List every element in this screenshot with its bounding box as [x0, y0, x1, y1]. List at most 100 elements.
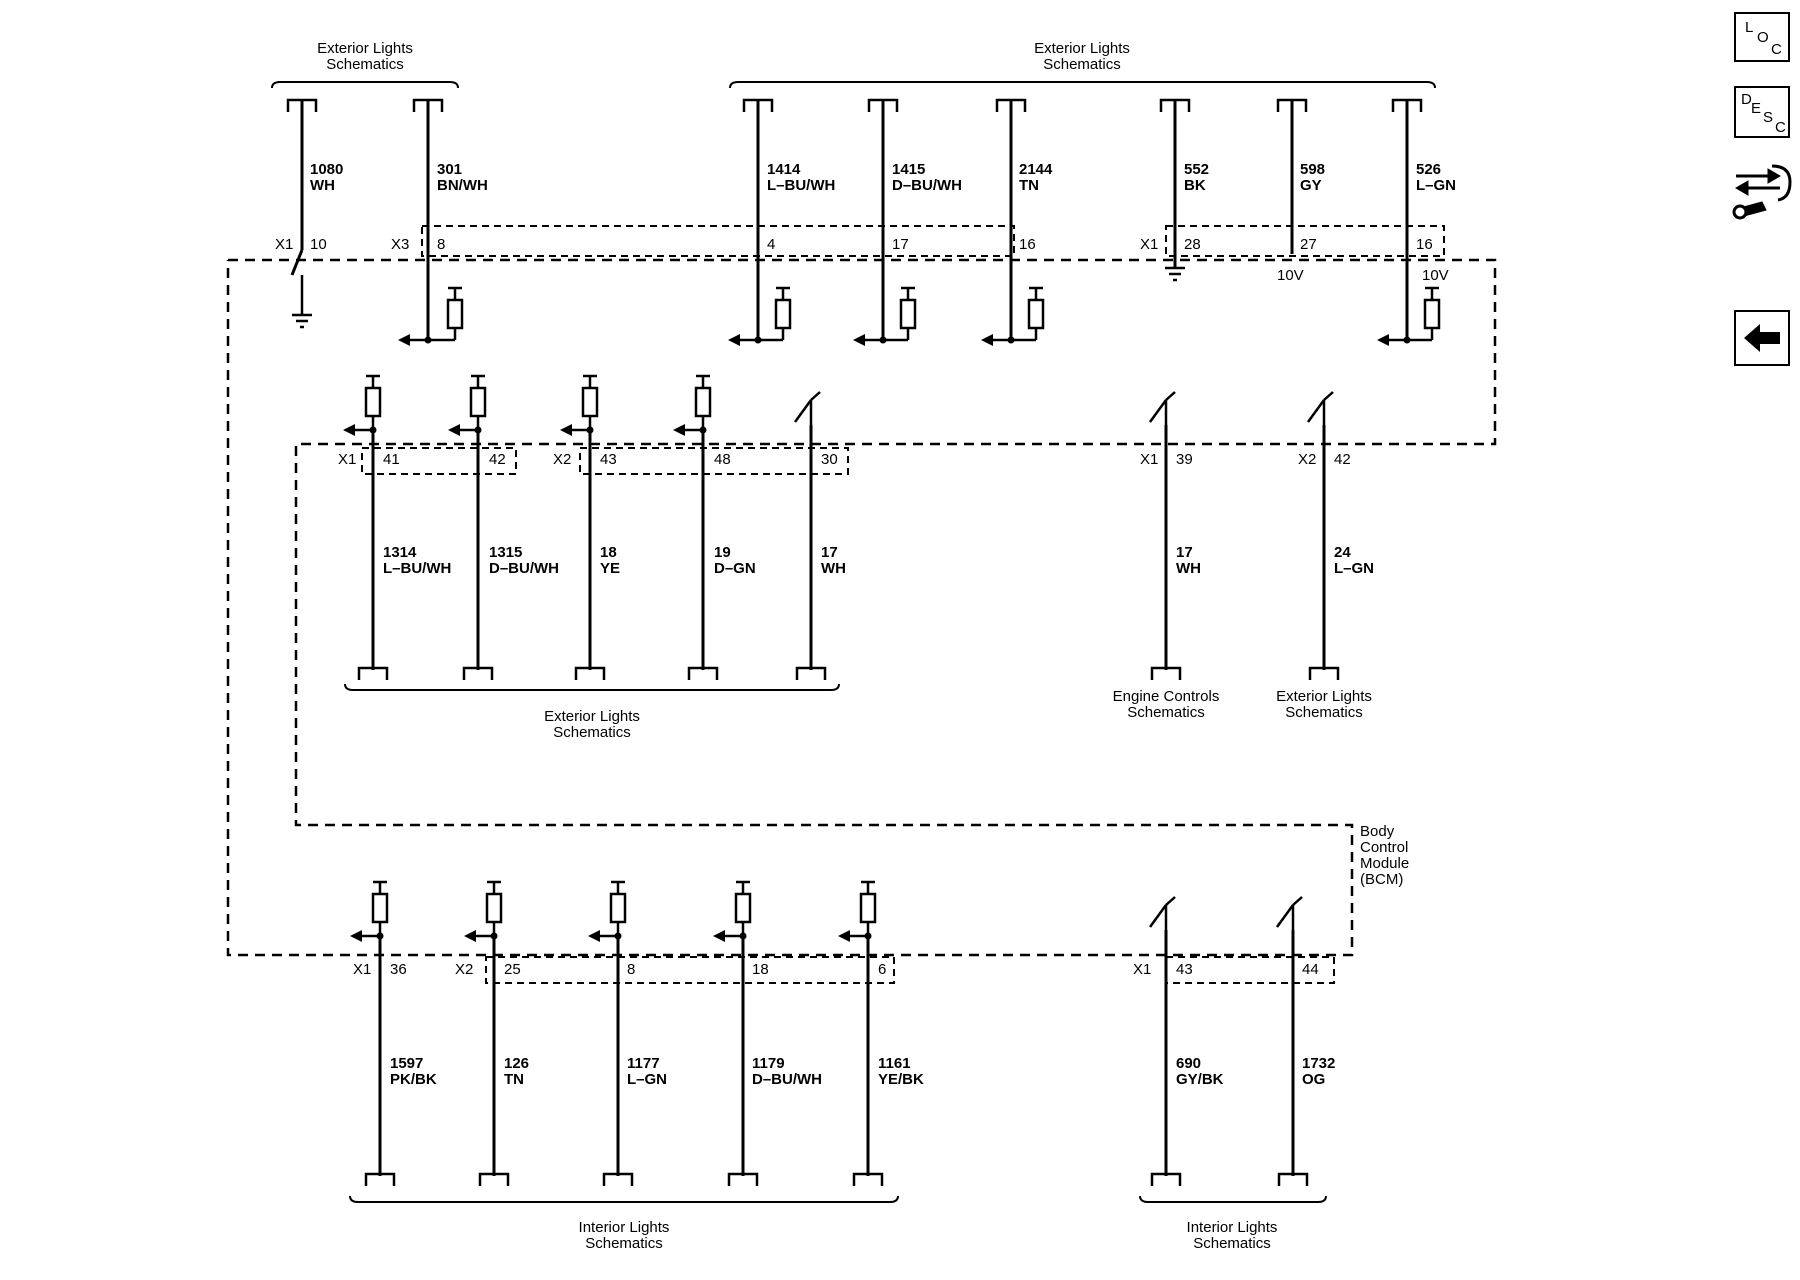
bcm-label-1: Body	[1360, 823, 1395, 840]
dest-engine-1: Engine Controls	[1113, 688, 1220, 705]
circuit-number: 17	[1176, 544, 1193, 561]
loc-button[interactable]: L O C	[1734, 12, 1790, 62]
bracket-ext-mid	[344, 683, 840, 691]
circuit-number: 690	[1176, 1055, 1201, 1072]
conn-mid-x2: X2	[553, 451, 571, 468]
circuit-number: 301	[437, 161, 462, 178]
bcm-label-3: Module	[1360, 855, 1409, 872]
bracket-int-right	[1139, 1195, 1327, 1203]
pin-label: 30	[821, 451, 838, 468]
bracket-ext-top-left	[271, 81, 459, 89]
circuit-color: D–BU/WH	[489, 560, 559, 577]
back-arrow-icon	[1744, 324, 1780, 352]
pin-label: 8	[627, 961, 635, 978]
conn-mid-x1: X1	[338, 451, 356, 468]
circuit-number: 598	[1300, 161, 1325, 178]
circuit-color: L–BU/WH	[383, 560, 451, 577]
back-button[interactable]	[1734, 310, 1790, 366]
pin-label: 42	[489, 451, 506, 468]
conn-top-x3: X3	[391, 236, 409, 253]
pin-label: 8	[437, 236, 445, 253]
pin-label: 6	[878, 961, 886, 978]
pin-label: 39	[1176, 451, 1193, 468]
desc-letter-s: S	[1763, 109, 1774, 126]
connector-repair-button[interactable]	[1732, 158, 1794, 222]
conn-bot-x1b: X1	[1133, 961, 1151, 978]
circuit-number: 1415	[892, 161, 925, 178]
circuit-number: 24	[1334, 544, 1351, 561]
conn-top-x1b: X1	[1140, 236, 1158, 253]
bcm-label-2: Control	[1360, 839, 1408, 856]
circuit-number: 1732	[1302, 1055, 1335, 1072]
pin-label: 43	[1176, 961, 1193, 978]
pin-label: 25	[504, 961, 521, 978]
desc-letter-c: C	[1775, 119, 1786, 136]
dest-int-right-2: Schematics	[1193, 1235, 1271, 1252]
loc-letter-c: C	[1771, 41, 1782, 58]
pin-label: 48	[714, 451, 731, 468]
connector-box-x1-mid	[361, 447, 517, 475]
bracket-ext-top-right	[729, 81, 1436, 89]
desc-letter-e: E	[1751, 100, 1762, 117]
circuit-number: 1414	[767, 161, 801, 178]
circuit-number: 1080	[310, 161, 343, 178]
circuit-color: YE	[600, 560, 620, 577]
circuit-number: 17	[821, 544, 838, 561]
circuit-color: WH	[1176, 560, 1201, 577]
pin-label: 42	[1334, 451, 1351, 468]
circuit-color: BN/WH	[437, 177, 488, 194]
dest-int-right-1: Interior Lights	[1187, 1219, 1278, 1236]
voltage-label: 10V	[1277, 267, 1304, 284]
circuit-number: 552	[1184, 161, 1209, 178]
conn-mid-x1b: X1	[1140, 451, 1158, 468]
conn-bot-x2: X2	[455, 961, 473, 978]
loc-letter-l: L	[1745, 19, 1754, 36]
desc-button[interactable]: D E S C	[1734, 86, 1790, 138]
bracket-int-left	[349, 1195, 899, 1203]
dest-ext-top-right-2: Schematics	[1043, 56, 1121, 73]
circuit-color: TN	[504, 1071, 524, 1088]
dest-ext-top-left-2: Schematics	[326, 56, 404, 73]
circuit-number: 18	[600, 544, 617, 561]
voltage-label: 10V	[1422, 267, 1449, 284]
circuit-color: L–BU/WH	[767, 177, 835, 194]
pin-label: 27	[1300, 236, 1317, 253]
circuit-color: D–GN	[714, 560, 756, 577]
circuit-number: 1314	[383, 544, 417, 561]
circuit-number: 1597	[390, 1055, 423, 1072]
dest-engine-2: Schematics	[1127, 704, 1205, 721]
bcm-outline	[226, 258, 1497, 957]
circuit-color: L–GN	[1416, 177, 1456, 194]
circuit-color: GY	[1300, 177, 1322, 194]
circuit-color: GY/BK	[1176, 1071, 1224, 1088]
connector-box-x2-bot	[485, 956, 895, 984]
circuit-color: BK	[1184, 177, 1206, 194]
connector-box-x1-top	[1165, 225, 1445, 257]
dest-int-left-2: Schematics	[585, 1235, 663, 1252]
circuit-color: D–BU/WH	[752, 1071, 822, 1088]
circuit-color: OG	[1302, 1071, 1325, 1088]
circuit-color: PK/BK	[390, 1071, 437, 1088]
pin-label: 28	[1184, 236, 1201, 253]
circuit-number: 1177	[627, 1055, 660, 1072]
connector-repair-icon	[1732, 164, 1792, 220]
pin-label: 17	[892, 236, 909, 253]
conn-mid-x2b: X2	[1298, 451, 1316, 468]
desc-letter-d: D	[1741, 91, 1752, 108]
circuit-number: 126	[504, 1055, 529, 1072]
circuit-number: 526	[1416, 161, 1441, 178]
circuit-number: 1161	[878, 1055, 911, 1072]
circuit-number: 1179	[752, 1055, 785, 1072]
circuit-color: YE/BK	[878, 1071, 924, 1088]
pin-label: 41	[383, 451, 400, 468]
pin-label: 16	[1019, 236, 1036, 253]
pin-label: 18	[752, 961, 769, 978]
pin-label: 4	[767, 236, 775, 253]
dest-ext-top-right-1: Exterior Lights	[1034, 40, 1130, 57]
circuit-color: WH	[821, 560, 846, 577]
conn-top-x1a: X1	[275, 236, 293, 253]
circuit-number: 19	[714, 544, 731, 561]
dest-ext-right-2: Schematics	[1285, 704, 1363, 721]
